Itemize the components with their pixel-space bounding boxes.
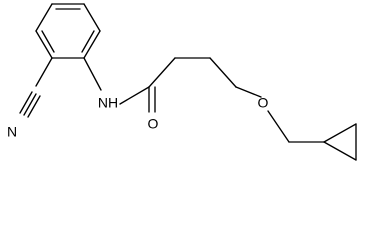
nitrogen-carbonyl-bond [119, 86, 150, 105]
cyclopropyl-bond-3 [323, 141, 357, 161]
chain-bond-4 [235, 86, 262, 98]
nitrile-group: N [7, 57, 53, 140]
ether-methylene-bond [267, 110, 290, 143]
nitrile-triple-bond-3 [27, 95, 41, 118]
benzene-ring [35, 3, 101, 59]
amide-and-chain: NH O O [83, 57, 325, 143]
chain-bond-1 [148, 57, 176, 88]
carbonyl-oxygen-label: O [148, 116, 159, 132]
cyclopropyl-bond-1 [323, 123, 357, 143]
ring-bond-3 [83, 30, 101, 59]
ring-inner-bond-3 [41, 30, 55, 53]
ether-oxygen-label: O [258, 95, 269, 111]
nitrile-triple-bond-2 [23, 93, 37, 116]
nitrile-nitrogen-label: N [7, 124, 17, 140]
aryl-nitrogen-bond [83, 57, 102, 91]
chemical-structure-diagram: N NH O O [6, 3, 357, 161]
nitrile-triple-bond-1 [19, 91, 33, 114]
nitrile-carbon-bond [35, 57, 53, 87]
ring-bond-2 [83, 3, 101, 32]
cyclopropyl-ring [323, 123, 357, 161]
amide-nh-label: NH [98, 95, 118, 111]
ring-bond-6 [35, 3, 53, 32]
ring-bond-5 [35, 30, 53, 59]
molecule-drawing: N NH O O [7, 3, 357, 161]
chain-bond-3 [209, 57, 237, 88]
ring-inner-bond-2 [81, 30, 95, 53]
